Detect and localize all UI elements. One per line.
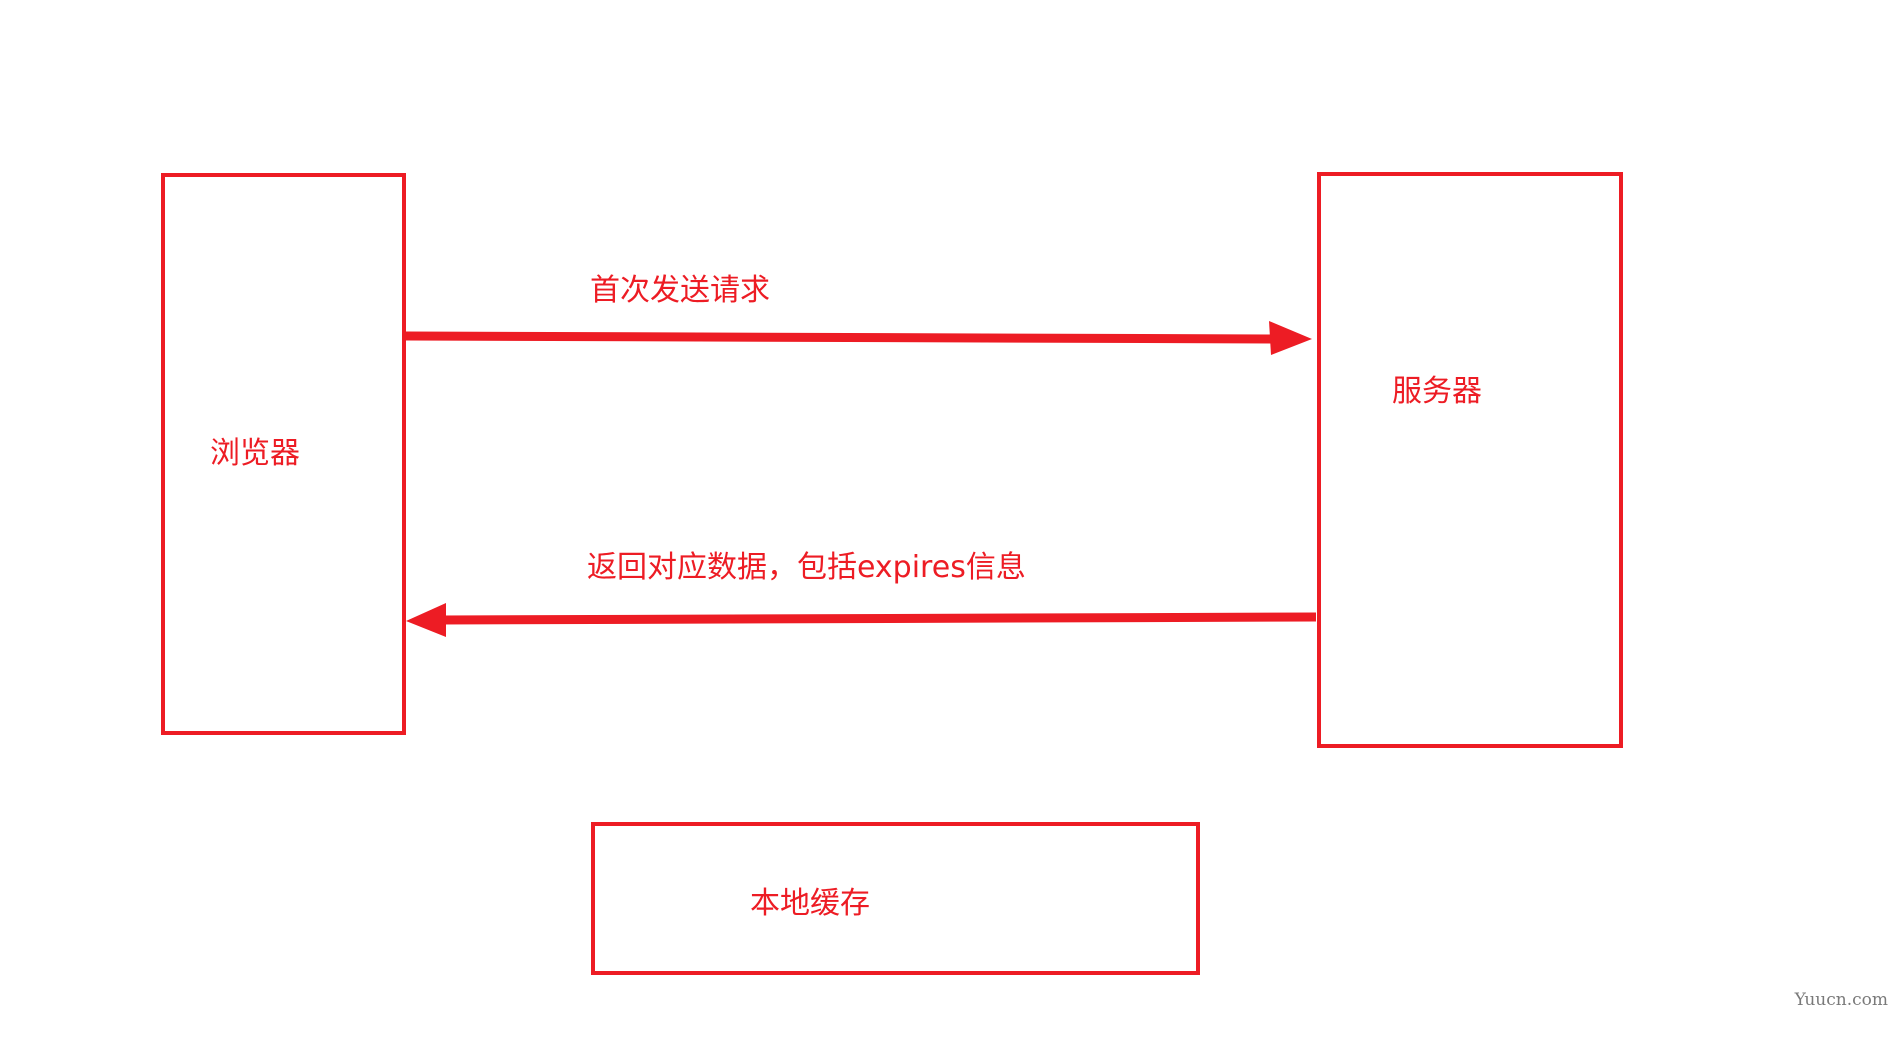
browser-box (161, 173, 406, 735)
server-box (1317, 172, 1623, 748)
browser-label: 浏览器 (210, 436, 300, 471)
request-arrow (405, 321, 1312, 355)
local-cache-box (591, 822, 1200, 975)
server-label: 服务器 (1392, 374, 1482, 409)
response-label: 返回对应数据，包括expires信息 (587, 550, 1026, 585)
watermark: Yuucn.com (1794, 990, 1888, 1010)
request-label: 首次发送请求 (590, 273, 770, 308)
response-arrow (406, 603, 1317, 637)
local-cache-label: 本地缓存 (750, 886, 870, 921)
